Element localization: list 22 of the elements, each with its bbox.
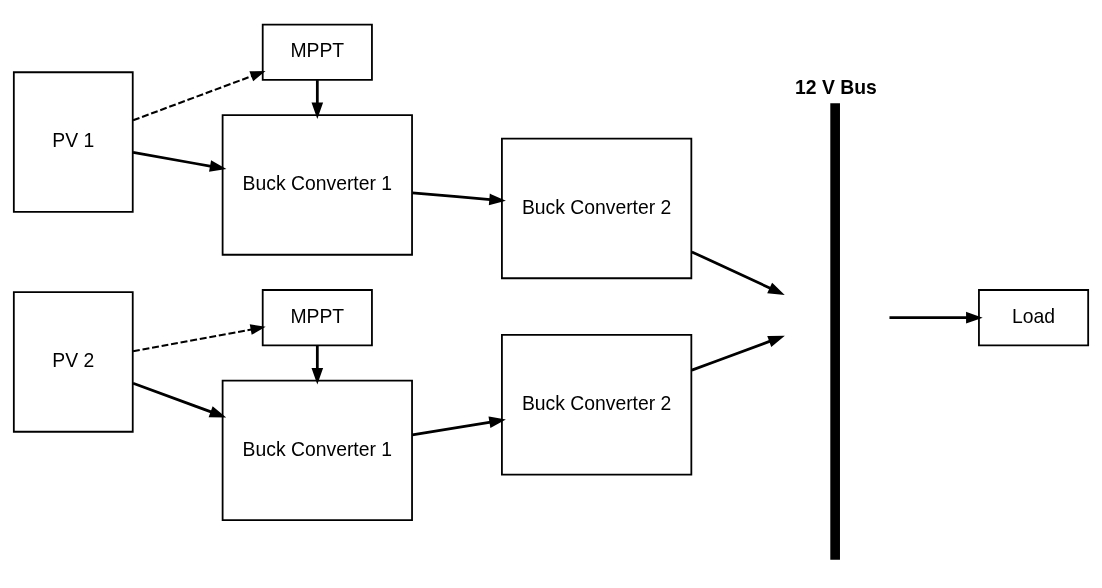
node-box: PV 2 <box>12 290 134 433</box>
node-box: Buck Converter 1 <box>221 113 413 256</box>
node-box: Load <box>978 288 1090 346</box>
arrow <box>132 150 227 172</box>
node-label: 12 V Bus <box>795 75 877 98</box>
arrow <box>412 191 506 205</box>
arrow <box>691 335 785 371</box>
arrow <box>132 381 227 417</box>
arrow <box>311 79 324 119</box>
arrow <box>412 415 506 436</box>
node-box <box>830 102 840 560</box>
arrow <box>889 311 983 323</box>
node-box: Buck Converter 1 <box>221 379 413 521</box>
arrow <box>132 323 266 352</box>
node-box: MPPT <box>261 288 373 346</box>
node-box: PV 1 <box>12 70 134 213</box>
arrow <box>311 345 324 385</box>
node-box: Buck Converter 2 <box>501 137 693 279</box>
node-box: Buck Converter 2 <box>501 333 693 475</box>
arrow <box>691 250 785 295</box>
node-box: MPPT <box>261 23 373 81</box>
arrow <box>132 70 266 121</box>
